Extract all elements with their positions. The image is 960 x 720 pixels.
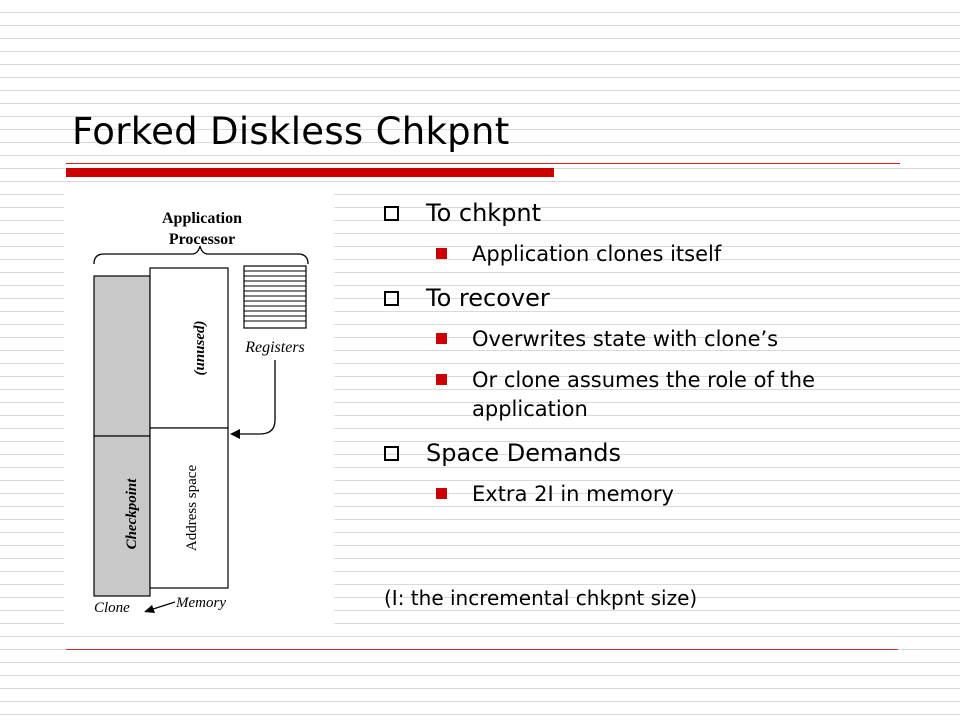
arrow-head-icon	[144, 605, 155, 613]
footnote: (I: the incremental chkpnt size)	[384, 586, 698, 610]
sub-bullet-text: Overwrites state with clone’s	[472, 327, 779, 351]
bullet-space-demands: Space Demands	[380, 436, 900, 470]
figure-label-processor: Processor	[169, 231, 235, 248]
red-square-bullet-icon	[436, 488, 447, 499]
address-space-label: Address space	[184, 465, 200, 552]
red-square-bullet-icon	[436, 248, 447, 259]
hollow-square-bullet-icon	[384, 291, 399, 306]
bullet-to-chkpnt: To chkpnt	[380, 196, 900, 230]
bullet-text: To chkpnt	[426, 199, 542, 227]
memory-address-space-block	[149, 427, 229, 589]
hollow-square-bullet-icon	[384, 446, 399, 461]
red-square-bullet-icon	[436, 333, 447, 344]
sub-bullet-text: Extra 2I in memory	[472, 482, 674, 506]
checkpoint-label: Checkpoint	[124, 478, 140, 550]
memory-to-clone-arrow	[149, 601, 176, 611]
bullet-text: To recover	[426, 284, 550, 312]
processor-brace	[93, 245, 309, 265]
figure-label-application: Application	[162, 210, 242, 227]
registers-label: Registers	[244, 339, 305, 356]
title-rule	[66, 163, 900, 164]
sub-bullet-clone-assumes-role: Or clone assumes the role of the applica…	[380, 366, 900, 424]
clone-upper-block	[93, 275, 151, 437]
sub-bullet-extra-memory: Extra 2I in memory	[380, 480, 900, 509]
memory-label: Memory	[175, 595, 226, 611]
footer-rule	[66, 649, 898, 650]
bullet-to-recover: To recover	[380, 281, 900, 315]
bullet-text: Space Demands	[426, 439, 622, 467]
unused-label: (unused)	[192, 320, 208, 375]
clone-label: Clone	[94, 600, 130, 616]
sub-bullet-text: Or clone assumes the role of the applica…	[472, 368, 815, 421]
checkpoint-diagram: Application Processor Checkpoint (unused…	[64, 182, 334, 632]
sub-bullet-text: Application clones itself	[472, 242, 722, 266]
diagram-svg: Application Processor Checkpoint (unused…	[93, 210, 309, 616]
memory-unused-block	[149, 267, 229, 429]
sub-bullet-application-clones: Application clones itself	[380, 240, 900, 269]
registers-to-memory-arrow	[236, 360, 276, 435]
arrow-head-icon	[230, 429, 240, 439]
sub-bullet-overwrites-state: Overwrites state with clone’s	[380, 325, 900, 354]
registers-stack	[243, 265, 307, 329]
bullet-list: To chkpnt Application clones itself To r…	[380, 196, 900, 521]
hollow-square-bullet-icon	[384, 206, 399, 221]
red-square-bullet-icon	[436, 374, 447, 385]
slide-title: Forked Diskless Chkpnt	[72, 110, 510, 153]
clone-checkpoint-block	[93, 435, 151, 597]
title-accent-bar	[66, 168, 554, 177]
